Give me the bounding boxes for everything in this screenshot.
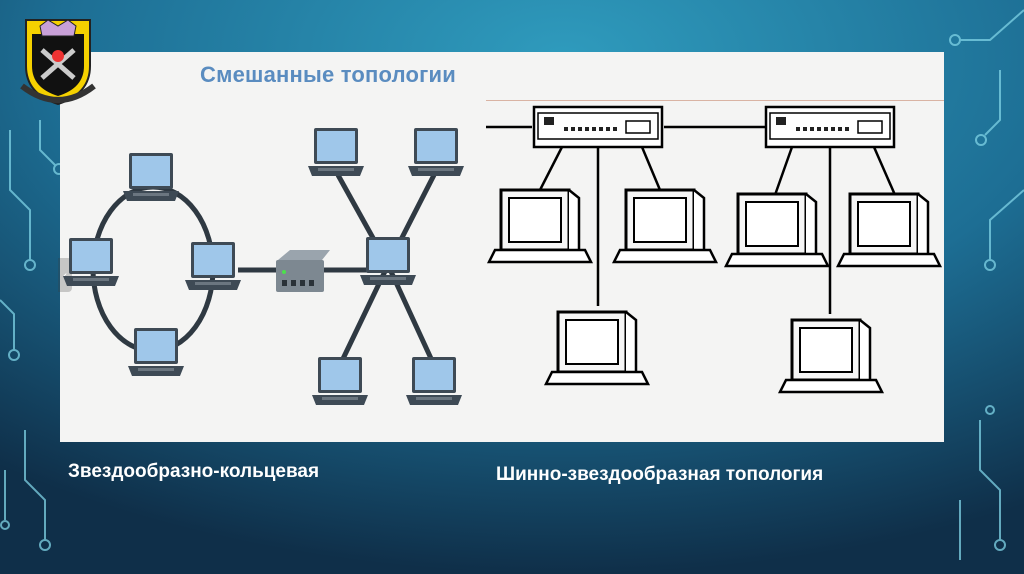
link [640,146,662,191]
link [538,146,564,191]
crt-monitor-icon [612,188,718,264]
title-divider [486,100,944,101]
hub-icon [532,105,664,149]
laptop-icon [408,128,464,176]
star-ring-topology [63,128,464,405]
bus-star-topology [486,125,897,314]
slide-title: Смешанные топологии [200,62,456,87]
hub-icon [764,105,896,149]
laptop-icon [360,237,416,285]
crt-monitor-icon [724,192,830,268]
caption-star-ring: Звездообразно-кольцевая [68,461,320,482]
laptop-icon [312,357,368,405]
laptop-icon [123,153,179,201]
laptop-icon [185,242,241,290]
network-switch-icon [276,250,330,292]
crt-monitor-icon [778,318,884,394]
caption-bus-star: Шинно-звездообразная топология [496,464,824,485]
link [773,146,794,196]
laptop-icon [406,357,462,405]
crt-monitor-icon [487,188,593,264]
crt-monitor-icon [836,192,942,268]
link [872,146,897,196]
crt-monitor-icon [544,310,650,386]
circuit-decoration [0,9,1024,560]
laptop-icon [308,128,364,176]
college-logo-icon [20,19,96,106]
laptop-icon [63,238,119,286]
laptop-icon [128,328,184,376]
